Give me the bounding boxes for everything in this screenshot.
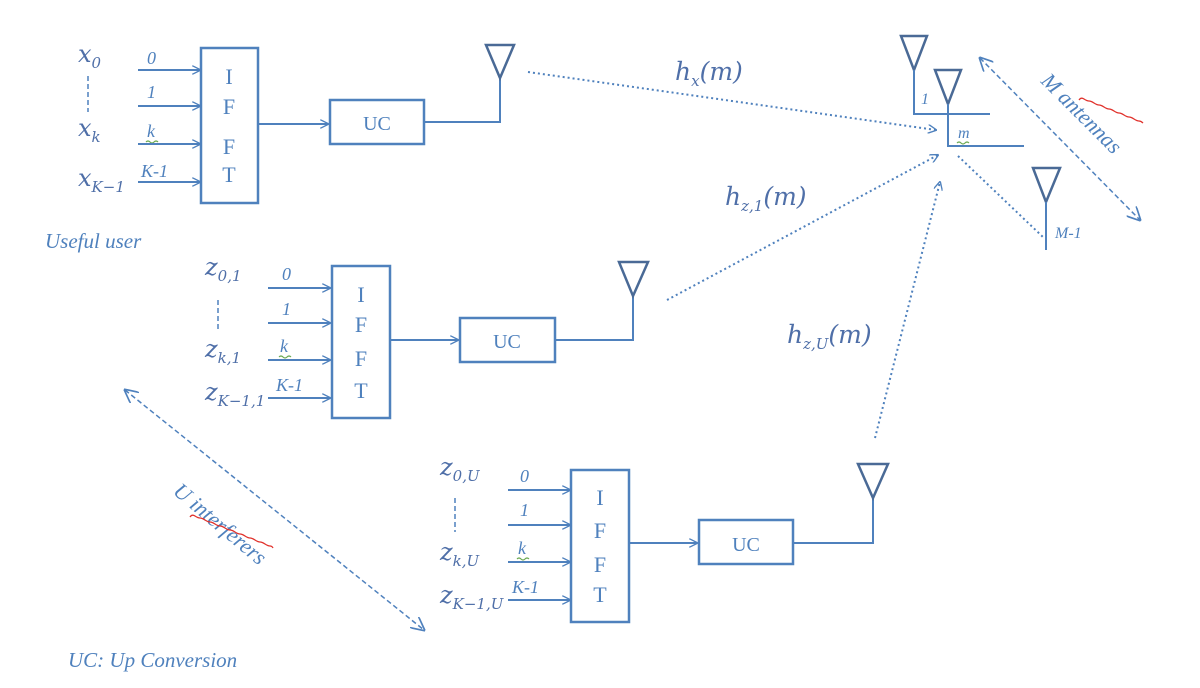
- channel-label-hx: hx(m): [675, 57, 743, 90]
- channel-path-z1: [666, 155, 938, 301]
- rx-antenna-feed: [913, 70, 990, 115]
- ifft-letter: F: [594, 552, 606, 577]
- channel-path-zU: [874, 182, 940, 439]
- useful-user-chain: x0 xk xK−1 0 1 k K-1 I F F T UC Useful u…: [45, 40, 516, 253]
- antenna-span-arrow: [980, 58, 1140, 220]
- port-label-K-1: K-1: [275, 375, 303, 395]
- uc-label: UC: [363, 113, 391, 135]
- uc-label: UC: [493, 331, 521, 353]
- spell-underline: [145, 140, 159, 144]
- input-x-k: xk: [78, 114, 101, 146]
- port-label-0: 0: [282, 264, 291, 284]
- ifft-letter: T: [593, 582, 607, 607]
- tx-antenna-icon: [856, 462, 890, 502]
- port-label-K-1: K-1: [511, 577, 539, 597]
- port-label-0: 0: [520, 466, 529, 486]
- input-z-0-1: z0,1: [204, 253, 242, 285]
- interferers-annotation: U interferers: [125, 390, 424, 630]
- receiver-array: 1 m M-1 M antennas: [899, 34, 1144, 250]
- rx-antenna-icon: [1031, 166, 1062, 206]
- spell-underline: [1078, 97, 1144, 124]
- channel-label-hzU: hz,U(m): [787, 320, 872, 353]
- ifft-letter: F: [223, 134, 235, 159]
- port-label-k: k: [280, 336, 289, 356]
- port-label-1: 1: [520, 500, 529, 520]
- input-z-0-U: z0,U: [439, 453, 481, 485]
- input-x-0: x0: [78, 40, 102, 72]
- port-label-1: 1: [147, 82, 156, 102]
- spell-underline: [516, 557, 530, 561]
- ifft-letter: T: [354, 378, 368, 403]
- ifft-letter: I: [596, 485, 603, 510]
- input-z-k-U: zk,U: [439, 538, 481, 570]
- input-z-K-1-U: zK−1,U: [439, 581, 505, 613]
- rx-antenna-icon: [899, 34, 929, 74]
- uc-to-antenna-line: [793, 498, 874, 544]
- port-label-0: 0: [147, 48, 156, 68]
- channel-path-x: [527, 71, 936, 130]
- ifft-letter: F: [355, 346, 367, 371]
- input-z-k-1: zk,1: [204, 335, 241, 367]
- port-label-k: k: [147, 121, 156, 141]
- rx-antenna-ellipsis: [957, 155, 1045, 239]
- rx-antenna-label-1: 1: [921, 91, 929, 108]
- spell-underline: [189, 514, 274, 549]
- channels: hx(m) hz,1(m) hz,U(m): [527, 57, 940, 439]
- ifft-block: [199, 46, 260, 205]
- input-z-K-1-1: zK−1,1: [204, 378, 265, 410]
- spell-underline: [278, 355, 292, 359]
- ifft-letter: T: [222, 162, 236, 187]
- u-interferers-label: U interferers: [169, 478, 272, 570]
- port-label-k: k: [518, 538, 527, 558]
- ifft-letter: F: [594, 518, 606, 543]
- interferer-U-chain: z0,U zk,U zK−1,U 0 1 k K-1 I F F T UC: [439, 453, 890, 624]
- port-label-K-1: K-1: [140, 161, 168, 181]
- input-x-K-1: xK−1: [78, 164, 125, 196]
- interferer-1-chain: z0,1 zk,1 zK−1,1 0 1 k K-1 I F F T UC: [204, 253, 650, 420]
- interferers-span-arrow: [125, 390, 424, 630]
- m-antennas-label: M antennas: [1036, 67, 1127, 158]
- spell-underline: [956, 141, 970, 145]
- rx-antenna-label-M-1: M-1: [1054, 225, 1082, 242]
- tx-antenna-icon: [617, 260, 650, 300]
- uc-label: UC: [732, 534, 760, 556]
- ifft-letter: I: [357, 282, 364, 307]
- legend-uc: UC: Up Conversion: [68, 648, 237, 672]
- rx-antenna-icon: [933, 68, 963, 108]
- channel-label-hz1: hz,1(m): [725, 182, 807, 215]
- port-label-1: 1: [282, 299, 291, 319]
- ifft-letter: I: [225, 64, 232, 89]
- ifft-block: [569, 468, 631, 624]
- rx-antenna-label-m: m: [958, 125, 970, 142]
- uc-to-antenna-line: [424, 78, 501, 123]
- uc-block: [458, 316, 557, 364]
- tx-antenna-icon: [484, 43, 516, 82]
- ifft-letter: F: [223, 94, 235, 119]
- uc-to-antenna-line: [555, 296, 634, 341]
- uc-block: [328, 98, 426, 146]
- useful-user-label: Useful user: [45, 229, 142, 253]
- ifft-letter: F: [355, 312, 367, 337]
- uc-block: [697, 518, 795, 566]
